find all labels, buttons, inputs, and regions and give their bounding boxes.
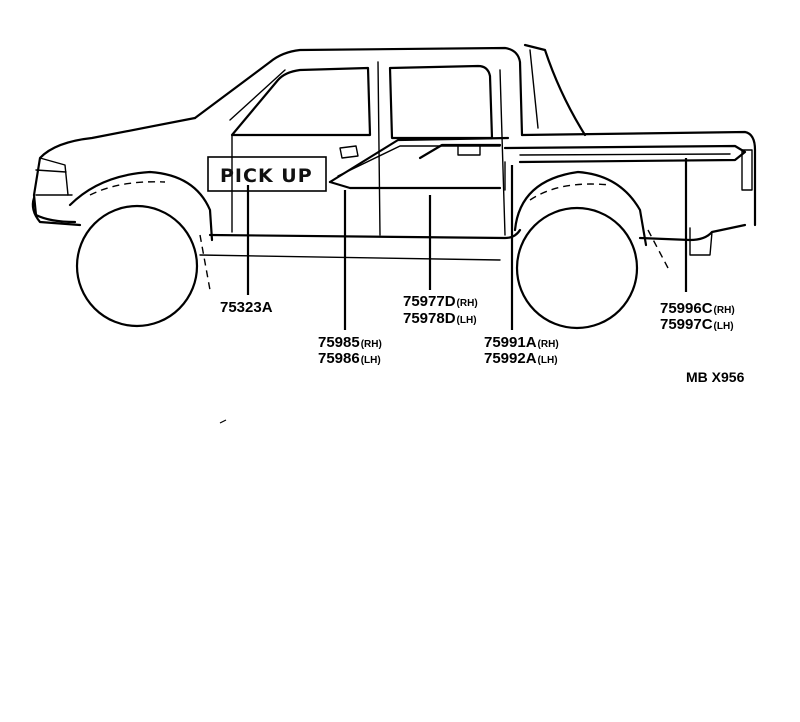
leader-lines	[246, 158, 688, 330]
part-label-75992a: 75992A(LH)	[484, 350, 558, 367]
part-label-75986: 75986(LH)	[318, 350, 381, 367]
part-label-75985: 75985(RH)	[318, 334, 382, 351]
decal-text: PICK UP	[220, 165, 313, 187]
front-wheel	[75, 204, 199, 328]
pick-up-decal: PICK UP	[207, 156, 327, 192]
part-label-75323a: 75323A	[220, 299, 273, 316]
part-label-75997c: 75997C(LH)	[660, 316, 734, 333]
rear-wheel	[515, 206, 639, 330]
part-label-75996c: 75996C(RH)	[660, 300, 735, 317]
wheels	[75, 204, 639, 330]
part-labels: 75323A 75985(RH) 75986(LH) 75977D(RH) 75…	[220, 293, 745, 385]
side-stripes	[328, 136, 747, 191]
part-label-75978d: 75978D(LH)	[403, 310, 477, 327]
stray-mark	[219, 419, 227, 424]
figure-reference: MB X956	[686, 369, 745, 385]
truck-body	[31, 43, 757, 291]
part-label-75991a: 75991A(RH)	[484, 334, 559, 351]
part-label-75977d: 75977D(RH)	[403, 293, 478, 310]
